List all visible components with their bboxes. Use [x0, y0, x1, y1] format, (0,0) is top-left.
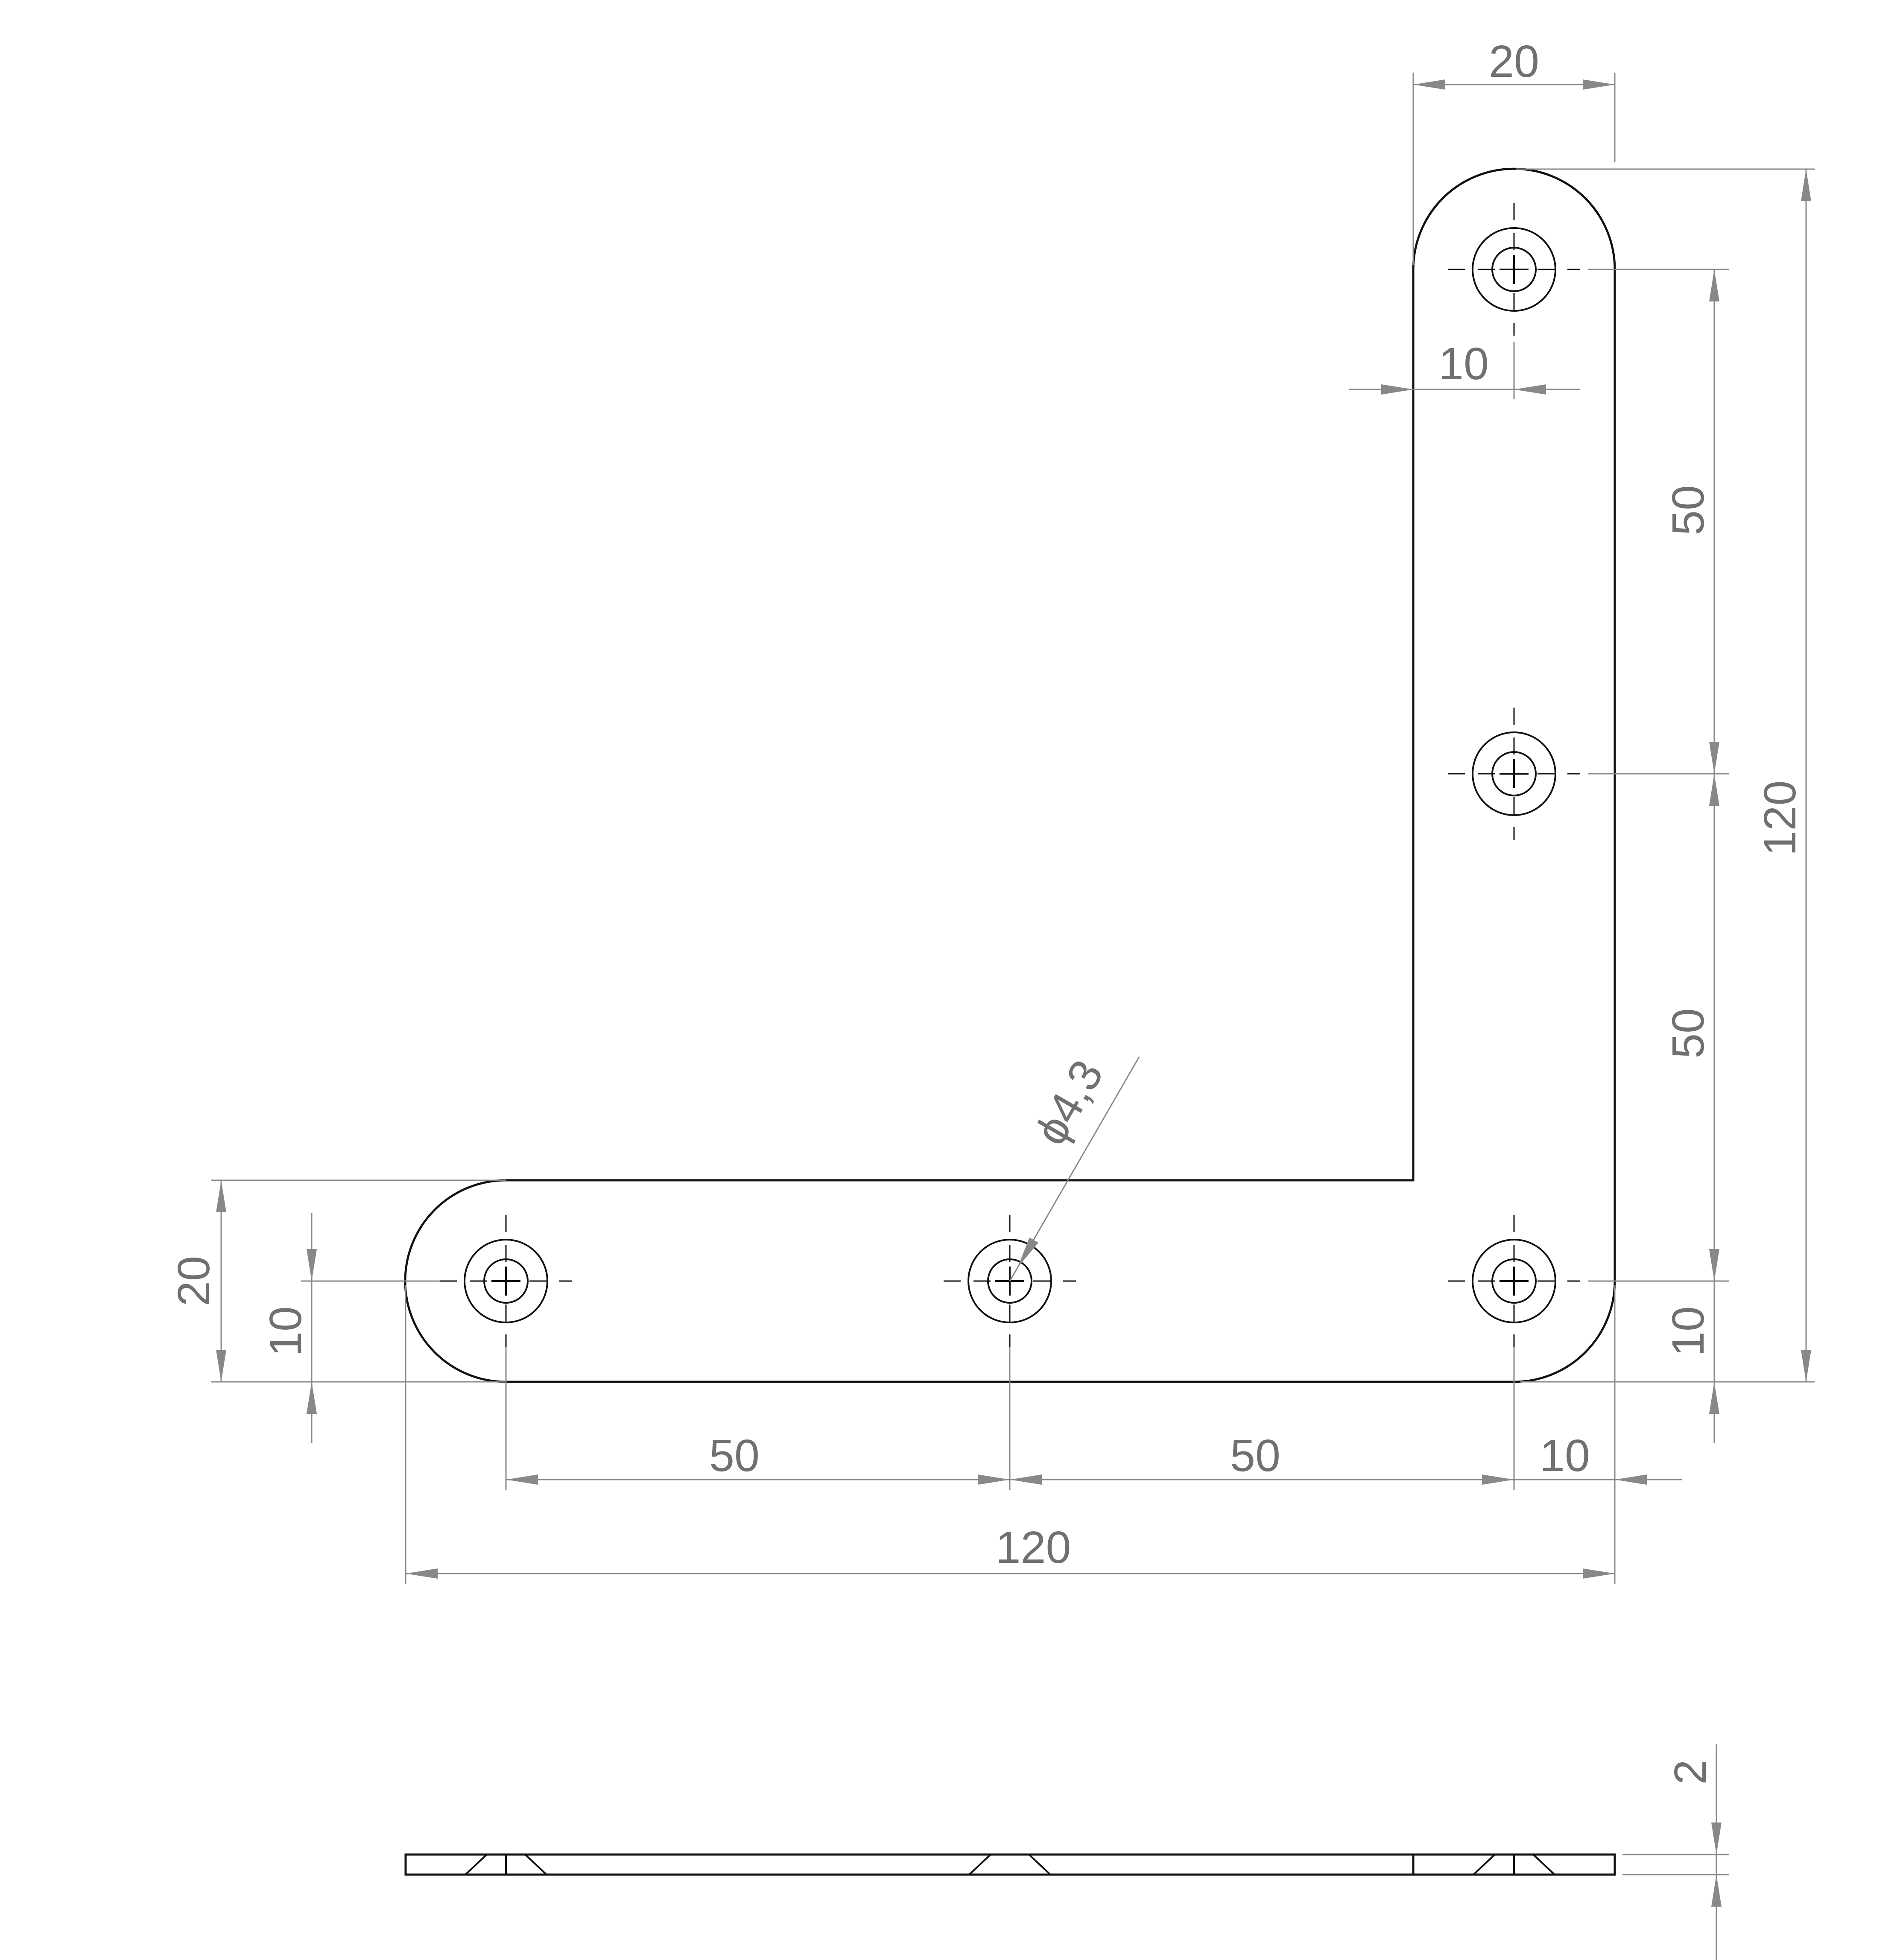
dimension-overall-width: 120 [405, 1285, 1616, 1584]
bracket-outline [404, 167, 1616, 1383]
dimension-hole-diameter: ϕ4,3 [1009, 1052, 1140, 1281]
dimension-text-hole-diameter: ϕ4,3 [1025, 1052, 1113, 1153]
dimension-text-thickness: 2 [1665, 1760, 1716, 1785]
dimension-vertical-spacing: 50 50 10 [1588, 269, 1729, 1443]
mounting-hole-left [439, 1214, 573, 1348]
dimension-top-width: 20 [1412, 36, 1616, 265]
dimension-overall-height: 120 [1516, 168, 1815, 1383]
mounting-hole-top [1447, 202, 1581, 336]
dimension-text-left-width: 20 [169, 1256, 219, 1306]
mounting-hole-corner [1447, 1214, 1581, 1348]
dimension-thickness: 2 [1622, 1744, 1729, 1960]
dimension-text-vert-spacing-upper: 50 [1663, 485, 1713, 535]
dimension-text-top-width: 20 [1489, 36, 1539, 87]
dimension-text-left-hole-offset: 10 [260, 1306, 311, 1357]
bracket-plan-view [404, 167, 1616, 1383]
dimension-text-vert-spacing-lower: 50 [1663, 1008, 1713, 1059]
dimension-text-horiz-spacing-left: 50 [709, 1431, 760, 1481]
mounting-hole-upper-middle [1447, 707, 1581, 841]
dimension-text-right-edge-offset: 10 [1663, 1306, 1713, 1357]
dimension-upper-inner-offset: 10 [1349, 339, 1580, 399]
dimension-left-hole-offset: 10 [260, 1213, 440, 1443]
dimension-text-overall-height: 120 [1755, 781, 1805, 856]
dimension-text-horiz-spacing-right: 50 [1230, 1431, 1280, 1481]
dimension-horizontal-spacing: 50 50 10 [505, 1347, 1682, 1490]
dimension-text-overall-width: 120 [996, 1522, 1071, 1573]
bracket-edge-view [404, 1853, 1616, 1876]
dimension-text-horiz-edge-offset: 10 [1540, 1431, 1590, 1481]
dimension-left-width: 20 [169, 1179, 506, 1383]
dimension-text-upper-inner-offset: 10 [1438, 339, 1489, 389]
edge-outline [404, 1853, 1616, 1876]
